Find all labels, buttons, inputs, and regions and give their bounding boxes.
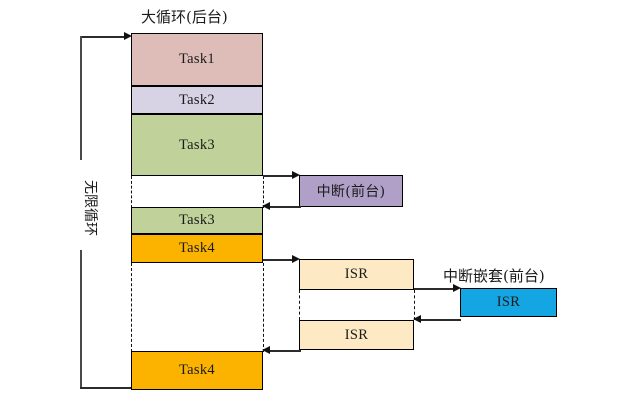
- main-right-dash-2: [263, 263, 264, 352]
- interrupt-block: 中断(前台): [299, 175, 403, 207]
- arrow-from-nested-isr-head: [413, 315, 421, 323]
- arrow-from-interrupt-head: [262, 202, 270, 210]
- arrow-to-interrupt-line: [263, 175, 293, 177]
- task-block-task3-resume: Task3: [131, 207, 263, 234]
- arrow-to-nested-isr-line: [414, 288, 454, 290]
- loop-label-backdrop: [72, 160, 90, 250]
- main-left-dash-2: [131, 263, 132, 352]
- task-block-task2: Task2: [131, 86, 263, 114]
- isr-left-dash: [299, 290, 300, 320]
- arrow-to-isr-head: [292, 255, 300, 263]
- isr-block-resume: ISR: [299, 320, 414, 350]
- isr-right-dash: [414, 290, 415, 320]
- arrow-to-nested-isr-head: [453, 284, 461, 292]
- loop-label: 无限循环: [82, 180, 98, 236]
- label-nested-interrupt: 中断嵌套(前台): [443, 267, 545, 285]
- loop-top-segment: [80, 36, 126, 38]
- task-block-task4-resume: Task4: [131, 351, 263, 390]
- task-block-task3-first: Task3: [131, 114, 263, 176]
- task-block-task4-first: Task4: [131, 234, 263, 263]
- main-right-dash-1: [263, 176, 264, 208]
- label-background-loop: 大循环(后台): [141, 8, 228, 26]
- main-left-dash-1: [131, 176, 132, 208]
- arrow-from-interrupt-line: [268, 206, 301, 208]
- task-block-task1: Task1: [131, 33, 263, 86]
- isr-block-first: ISR: [299, 259, 414, 290]
- arrow-from-isr-head: [262, 346, 270, 354]
- loop-bottom-segment: [80, 387, 132, 389]
- nested-isr-block: ISR: [460, 288, 557, 317]
- loop-top-arrowhead: [124, 32, 132, 40]
- arrow-from-nested-isr-line: [419, 319, 461, 321]
- arrow-from-isr-line: [268, 350, 301, 352]
- arrow-to-isr-line: [263, 259, 293, 261]
- arrow-to-interrupt-head: [292, 171, 300, 179]
